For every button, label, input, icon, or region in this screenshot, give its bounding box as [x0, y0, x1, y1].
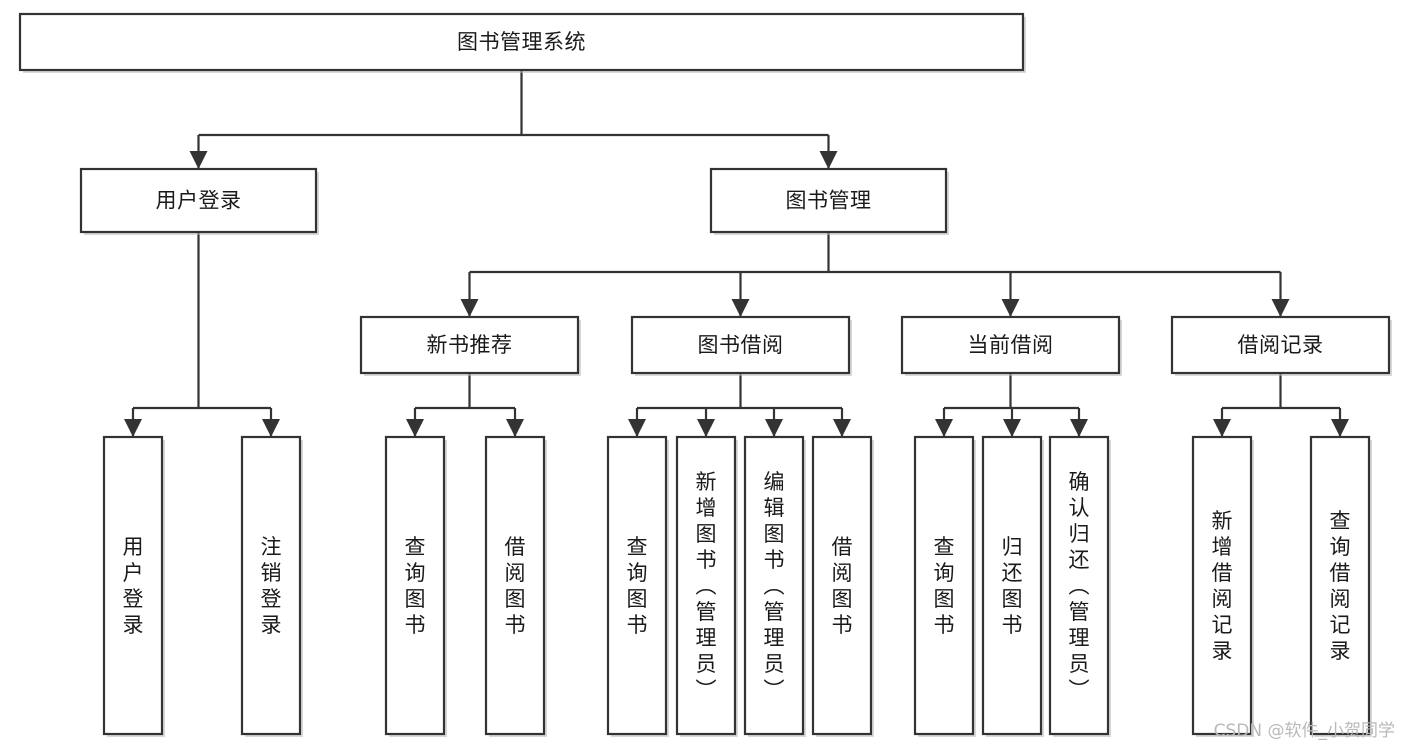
node-new-book-rec[interactable]: 新书推荐: [359, 315, 581, 376]
node-label: 图书借阅: [698, 333, 784, 357]
node-leaf-borrow-book-2[interactable]: 借阅图书: [811, 435, 874, 737]
node-label: 新增借阅记录: [1212, 509, 1233, 663]
node-label: 用户登录: [156, 189, 242, 213]
node-leaf-edit-book[interactable]: 编辑图书︵管理员︶: [743, 435, 806, 737]
node-label: 查询借阅记录: [1330, 509, 1351, 663]
node-leaf-add-record[interactable]: 新增借阅记录: [1191, 435, 1254, 737]
node-label: 确认归还︵管理员︶: [1069, 470, 1090, 702]
node-label: 图书管理: [786, 189, 872, 213]
node-leaf-query-book-1[interactable]: 查询图书: [384, 435, 447, 737]
node-label: 借阅图书: [832, 535, 853, 637]
node-leaf-query-book-2[interactable]: 查询图书: [606, 435, 669, 737]
node-leaf-query-book-3[interactable]: 查询图书: [913, 435, 976, 737]
node-label: 用户登录: [123, 535, 144, 637]
node-label: 编辑图书︵管理员︶: [764, 470, 785, 702]
node-book-borrow[interactable]: 图书借阅: [630, 315, 852, 376]
node-label: 查询图书: [934, 535, 955, 637]
node-label: 图书管理系统: [457, 30, 586, 54]
node-label: 归还图书: [1002, 535, 1023, 637]
node-current-borrow[interactable]: 当前借阅: [900, 315, 1122, 376]
node-book-manage[interactable]: 图书管理: [709, 167, 949, 235]
node-leaf-add-book[interactable]: 新增图书︵管理员︶: [675, 435, 738, 737]
node-layer: 图书管理系统用户登录图书管理新书推荐图书借阅当前借阅借阅记录用户登录注销登录查询…: [18, 12, 1392, 737]
node-leaf-query-record[interactable]: 查询借阅记录: [1309, 435, 1372, 737]
node-label: 新书推荐: [427, 333, 513, 357]
node-leaf-user-login[interactable]: 用户登录: [102, 435, 165, 737]
node-label: 注销登录: [261, 535, 282, 637]
node-leaf-return-book[interactable]: 归还图书: [981, 435, 1044, 737]
node-root[interactable]: 图书管理系统: [18, 12, 1026, 73]
node-label: 查询图书: [627, 535, 648, 637]
node-label: 查询图书: [405, 535, 426, 637]
node-leaf-confirm-return[interactable]: 确认归还︵管理员︶: [1048, 435, 1111, 737]
node-user-login[interactable]: 用户登录: [79, 167, 319, 235]
node-label: 当前借阅: [968, 333, 1054, 357]
node-leaf-borrow-book-1[interactable]: 借阅图书: [484, 435, 547, 737]
node-leaf-logout[interactable]: 注销登录: [240, 435, 303, 737]
connector-layer: [124, 70, 1349, 437]
node-borrow-record[interactable]: 借阅记录: [1170, 315, 1392, 376]
node-label: 借阅记录: [1238, 333, 1324, 357]
node-label: 借阅图书: [505, 535, 526, 637]
node-label: 新增图书︵管理员︶: [696, 470, 717, 702]
